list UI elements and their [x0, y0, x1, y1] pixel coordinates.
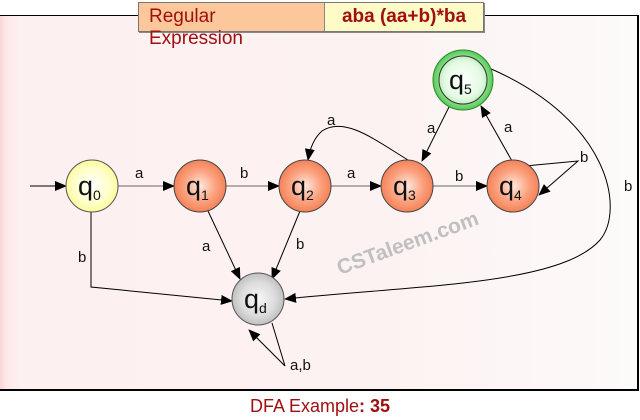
- title-label: Regular Expression: [139, 3, 325, 49]
- label-q1-qd: a: [202, 238, 211, 255]
- figure-caption: DFA Example: 35: [0, 396, 640, 417]
- svg-text:q0: q0: [78, 171, 101, 203]
- state-q0: q0: [65, 159, 119, 213]
- svg-text:qd: qd: [244, 284, 267, 316]
- edge-qd-self: [248, 322, 286, 367]
- state-q5-sub: 5: [464, 81, 472, 97]
- label-qd-self: a,b: [290, 357, 311, 374]
- state-q2-base: q: [291, 171, 306, 201]
- label-q5-qd: b: [624, 178, 632, 195]
- edge-q0-qd: [90, 212, 233, 305]
- svg-text:q3: q3: [393, 171, 416, 203]
- state-q4: q4: [486, 159, 540, 213]
- title-banner: Regular Expression aba (aa+b)*ba: [138, 2, 484, 49]
- label-q1-q2: b: [240, 165, 248, 182]
- label-q0-q1: a: [135, 165, 144, 182]
- caption-separator: :: [359, 396, 365, 416]
- state-q0-base: q: [78, 171, 93, 201]
- caption-prefix: DFA Example: [249, 396, 359, 416]
- edge-q5-qd: [284, 67, 611, 303]
- state-q1-base: q: [186, 171, 201, 201]
- label-q3-q4: b: [455, 168, 463, 185]
- svg-text:q1: q1: [186, 171, 209, 203]
- edge-q4-self: [524, 160, 580, 196]
- state-q5: q5: [432, 49, 494, 111]
- state-q3-base: q: [393, 171, 408, 201]
- svg-text:q5: q5: [449, 65, 472, 97]
- edge-q3-q2-curve: [304, 125, 409, 161]
- svg-text:q2: q2: [291, 171, 314, 203]
- edge-q4-q5: [480, 105, 513, 162]
- state-q4-base: q: [499, 171, 514, 201]
- regex-value: aba (aa+b)*ba: [325, 3, 483, 31]
- state-qd-sub: d: [259, 300, 267, 316]
- state-q2-sub: 2: [306, 187, 314, 203]
- label-q5-q3: a: [427, 120, 436, 137]
- state-q5-base: q: [449, 65, 464, 95]
- edge-q2-qd: [271, 210, 301, 280]
- state-q2: q2: [278, 159, 332, 213]
- label-q2-q3: a: [347, 165, 356, 182]
- svg-text:q4: q4: [499, 171, 522, 203]
- label-q2-qd: b: [296, 236, 304, 253]
- edge-q5-q3: [421, 104, 451, 162]
- label-q4-q5: a: [504, 119, 513, 136]
- label-q3-q2: a: [327, 112, 336, 129]
- edge-q1-qd: [207, 210, 241, 280]
- state-q3-sub: 3: [408, 187, 416, 203]
- state-q0-sub: 0: [93, 187, 101, 203]
- label-q4-self: b: [580, 149, 588, 166]
- watermark: CSTaleem.com: [334, 207, 482, 280]
- state-q1: q1: [173, 159, 227, 213]
- state-q1-sub: 1: [201, 187, 209, 203]
- state-q3: q3: [380, 159, 434, 213]
- state-qd: qd: [231, 272, 285, 326]
- state-qd-base: q: [244, 284, 259, 314]
- label-q0-qd: b: [78, 249, 86, 266]
- state-q4-sub: 4: [514, 187, 522, 203]
- caption-number: 35: [370, 396, 391, 416]
